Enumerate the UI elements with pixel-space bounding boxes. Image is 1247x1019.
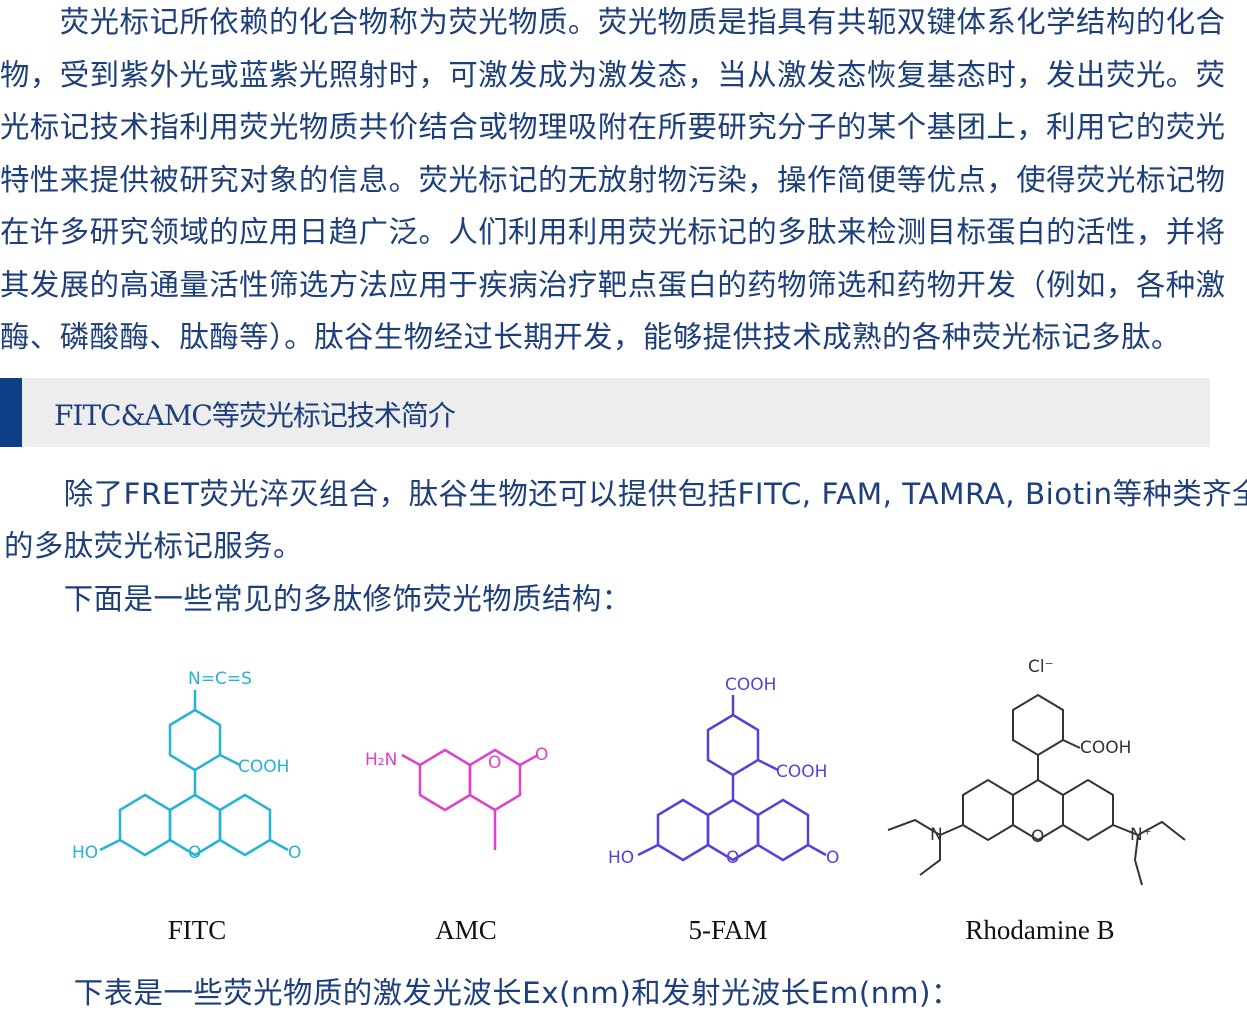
5-fam-structure: COOH COOH HO O O xyxy=(608,675,839,868)
intro-line: 酶、磷酸酶、肽酶等）。肽谷生物经过长期开发，能够提供技术成熟的各种荧光标记多肽。 xyxy=(0,320,1181,354)
service-line: 除了FRET荧光淬灭组合，肽谷生物还可以提供包括FITC, FAM, TAMRA… xyxy=(4,477,1247,511)
svg-text:O: O xyxy=(535,745,548,765)
svg-text:COOH: COOH xyxy=(1080,738,1131,758)
rhodamine-b-caption: Rhodamine B xyxy=(965,915,1115,945)
svg-text:O: O xyxy=(488,753,501,773)
svg-text:O: O xyxy=(288,843,301,863)
svg-text:O: O xyxy=(726,848,739,868)
svg-text:N⁺: N⁺ xyxy=(1130,825,1152,845)
5-fam-caption: 5-FAM xyxy=(688,915,768,945)
svg-text:COOH: COOH xyxy=(238,757,289,777)
service-line: 的多肽荧光标记服务。 xyxy=(4,529,303,563)
amc-caption: AMC xyxy=(435,915,497,945)
fitc-structure: N=C=S COOH HO O O xyxy=(72,669,301,863)
svg-text:O: O xyxy=(826,848,839,868)
intro-line: 特性来提供被研究对象的信息。荧光标记的无放射物污染，操作简便等优点，使得荧光标记… xyxy=(0,163,1226,197)
svg-text:HO: HO xyxy=(608,848,634,868)
section-accent-bar xyxy=(0,378,22,447)
structures-intro: 下面是一些常见的多肽修饰荧光物质结构： xyxy=(4,582,632,616)
intro-line: 荧光标记所依赖的化合物称为荧光物质。荧光物质是指具有共轭双键体系化学结构的化合 xyxy=(0,5,1226,39)
svg-text:O: O xyxy=(188,843,201,863)
rhodamine-b-structure: Cl⁻ COOH N N⁺ O xyxy=(887,657,1186,886)
section-title: FITC&AMC等荧光标记技术简介 xyxy=(54,399,456,432)
table-intro: 下表是一些荧光物质的激发光波长Ex(nm)和发射光波长Em(nm)： xyxy=(14,976,961,1010)
intro-line: 光标记技术指利用荧光物质共价结合或物理吸附在所要研究分子的某个基团上，利用它的荧… xyxy=(0,110,1226,144)
svg-text:O: O xyxy=(1031,827,1044,847)
section-header: FITC&AMC等荧光标记技术简介 xyxy=(0,378,1210,447)
fitc-caption: FITC xyxy=(167,915,227,945)
svg-text:N=C=S: N=C=S xyxy=(188,669,252,689)
svg-text:H₂N: H₂N xyxy=(365,750,397,770)
intro-line: 物，受到紫外光或蓝紫光照射时，可激发成为激发态，当从激发态恢复基态时，发出荧光。… xyxy=(0,58,1226,92)
svg-text:COOH: COOH xyxy=(725,675,776,695)
amc-structure: H₂N O O xyxy=(365,745,548,850)
svg-text:N: N xyxy=(930,825,943,845)
svg-text:Cl⁻: Cl⁻ xyxy=(1028,657,1054,677)
intro-line: 其发展的高通量活性筛选方法应用于疾病治疗靶点蛋白的药物筛选和药物开发（例如，各种… xyxy=(0,268,1226,302)
svg-text:COOH: COOH xyxy=(776,762,827,782)
intro-line: 在许多研究领域的应用日趋广泛。人们利用利用荧光标记的多肽来检测目标蛋白的活性，并… xyxy=(0,215,1226,249)
svg-text:HO: HO xyxy=(72,843,98,863)
